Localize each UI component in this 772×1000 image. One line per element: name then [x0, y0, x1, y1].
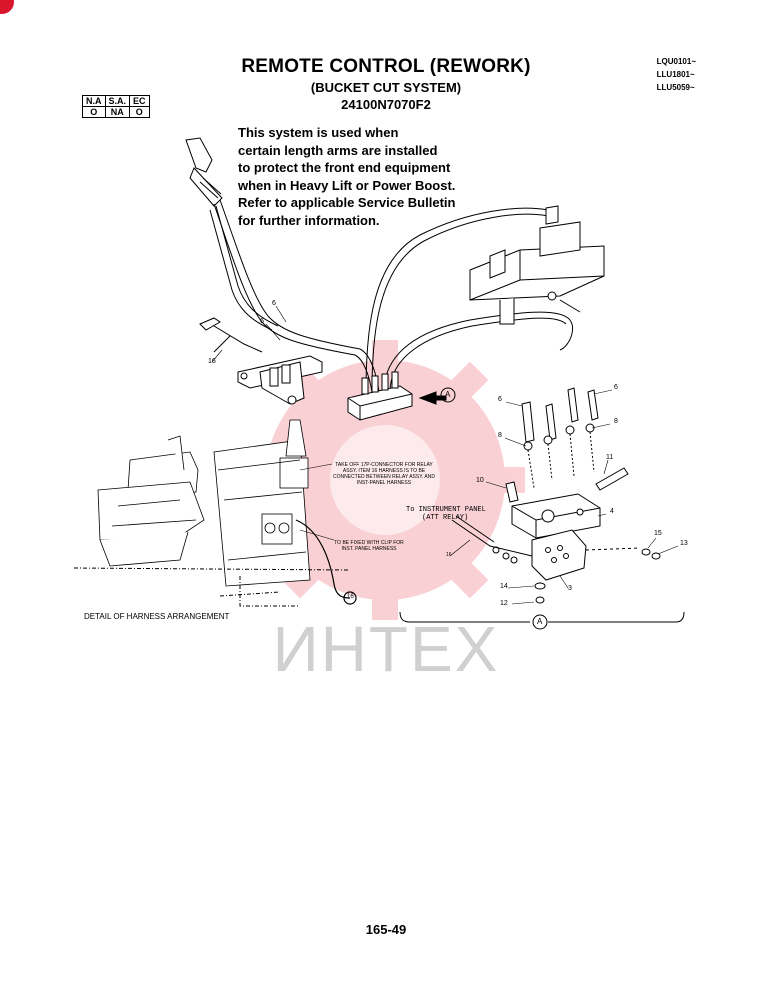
left-bracket: [237, 355, 323, 405]
availability-table: N.A S.A. EC O NA O: [82, 95, 150, 118]
harness-lead: [199, 317, 263, 353]
harness-note-relay: TAKE OFF 17P-CONNECTOR FOR RELAY ASSY. I…: [333, 462, 435, 486]
callout-11: 11: [606, 454, 614, 461]
callout-6: 6: [498, 396, 502, 403]
note-line: This system is used when: [238, 125, 399, 140]
watermark-text: ИНТЕХ: [272, 613, 500, 685]
callout-16: 16: [208, 358, 216, 365]
page-number: 165-49: [365, 922, 407, 937]
detail-ref-label: A: [537, 617, 543, 626]
att-relay-label: (ATT RELAY): [422, 514, 469, 522]
detail-caption: DETAIL OF HARNESS ARRANGEMENT: [84, 612, 230, 621]
solenoid-manifold: [347, 371, 413, 421]
note-line: to protect the front end equipment: [238, 160, 451, 175]
harness-route: [295, 519, 357, 605]
mounting-bolts: [505, 467, 629, 503]
hex-nuts: [523, 423, 595, 489]
callout-12: 12: [500, 600, 508, 607]
callout-6: 6: [260, 318, 264, 325]
operator-seat: [97, 435, 205, 567]
note-line: for further information.: [238, 212, 380, 228]
detail-ref-label: A: [445, 390, 451, 399]
serial-range: LLU1801~: [656, 70, 695, 79]
relay-wiring: [451, 515, 641, 564]
availability-value: NA: [104, 106, 131, 118]
detail-arrow: [418, 387, 456, 405]
serial-range: LLU5059~: [656, 83, 695, 92]
callout-8: 8: [498, 432, 502, 439]
callout-6: 6: [614, 384, 618, 391]
floor-line: [73, 567, 351, 607]
callout-14: 14: [500, 583, 508, 590]
connector-pins: [521, 387, 599, 443]
joystick-lever: [185, 137, 223, 207]
instrument-panel-label: To INSTRUMENT PANEL: [406, 506, 486, 514]
callout-10: 10: [476, 477, 484, 484]
callout-16: 16: [347, 594, 354, 600]
harness-note-clip: TO BE FIXED WITH CLIP FOR INST. PANEL HA…: [334, 540, 404, 552]
callout-3: 3: [568, 585, 572, 592]
cab-console: [213, 419, 311, 587]
callout-4: 4: [610, 508, 614, 515]
note-line: Refer to applicable Service Bulletin: [238, 195, 456, 210]
serial-range-list: LQU0101~ LLU1801~ LLU5059~: [657, 55, 696, 94]
hydraulic-hoses: [209, 199, 573, 393]
callout-16: 16: [446, 552, 452, 558]
note-line: certain length arms are installed: [238, 142, 438, 158]
page-subtitle: (BUCKET CUT SYSTEM): [310, 80, 462, 95]
note-line: when in Heavy Lift or Power Boost.: [238, 177, 456, 193]
detail-bracket: [399, 611, 685, 630]
callout-15: 15: [654, 530, 662, 537]
control-valve-block: [469, 205, 605, 325]
callout-leaders: [211, 305, 679, 605]
availability-value: O: [129, 106, 150, 118]
part-number: 24100N7070F2: [341, 97, 431, 112]
page-title: REMOTE CONTROL (REWORK): [241, 56, 531, 77]
washers: [534, 548, 661, 604]
callout-8: 8: [614, 418, 618, 425]
serial-range: LQU0101~: [656, 57, 696, 66]
relay-bracket: [511, 493, 601, 539]
callout-6: 6: [272, 300, 276, 307]
callout-13: 13: [680, 540, 688, 547]
relay-body: [531, 529, 587, 581]
availability-header: EC: [129, 95, 150, 107]
system-note: This system is used when certain length …: [238, 124, 508, 229]
